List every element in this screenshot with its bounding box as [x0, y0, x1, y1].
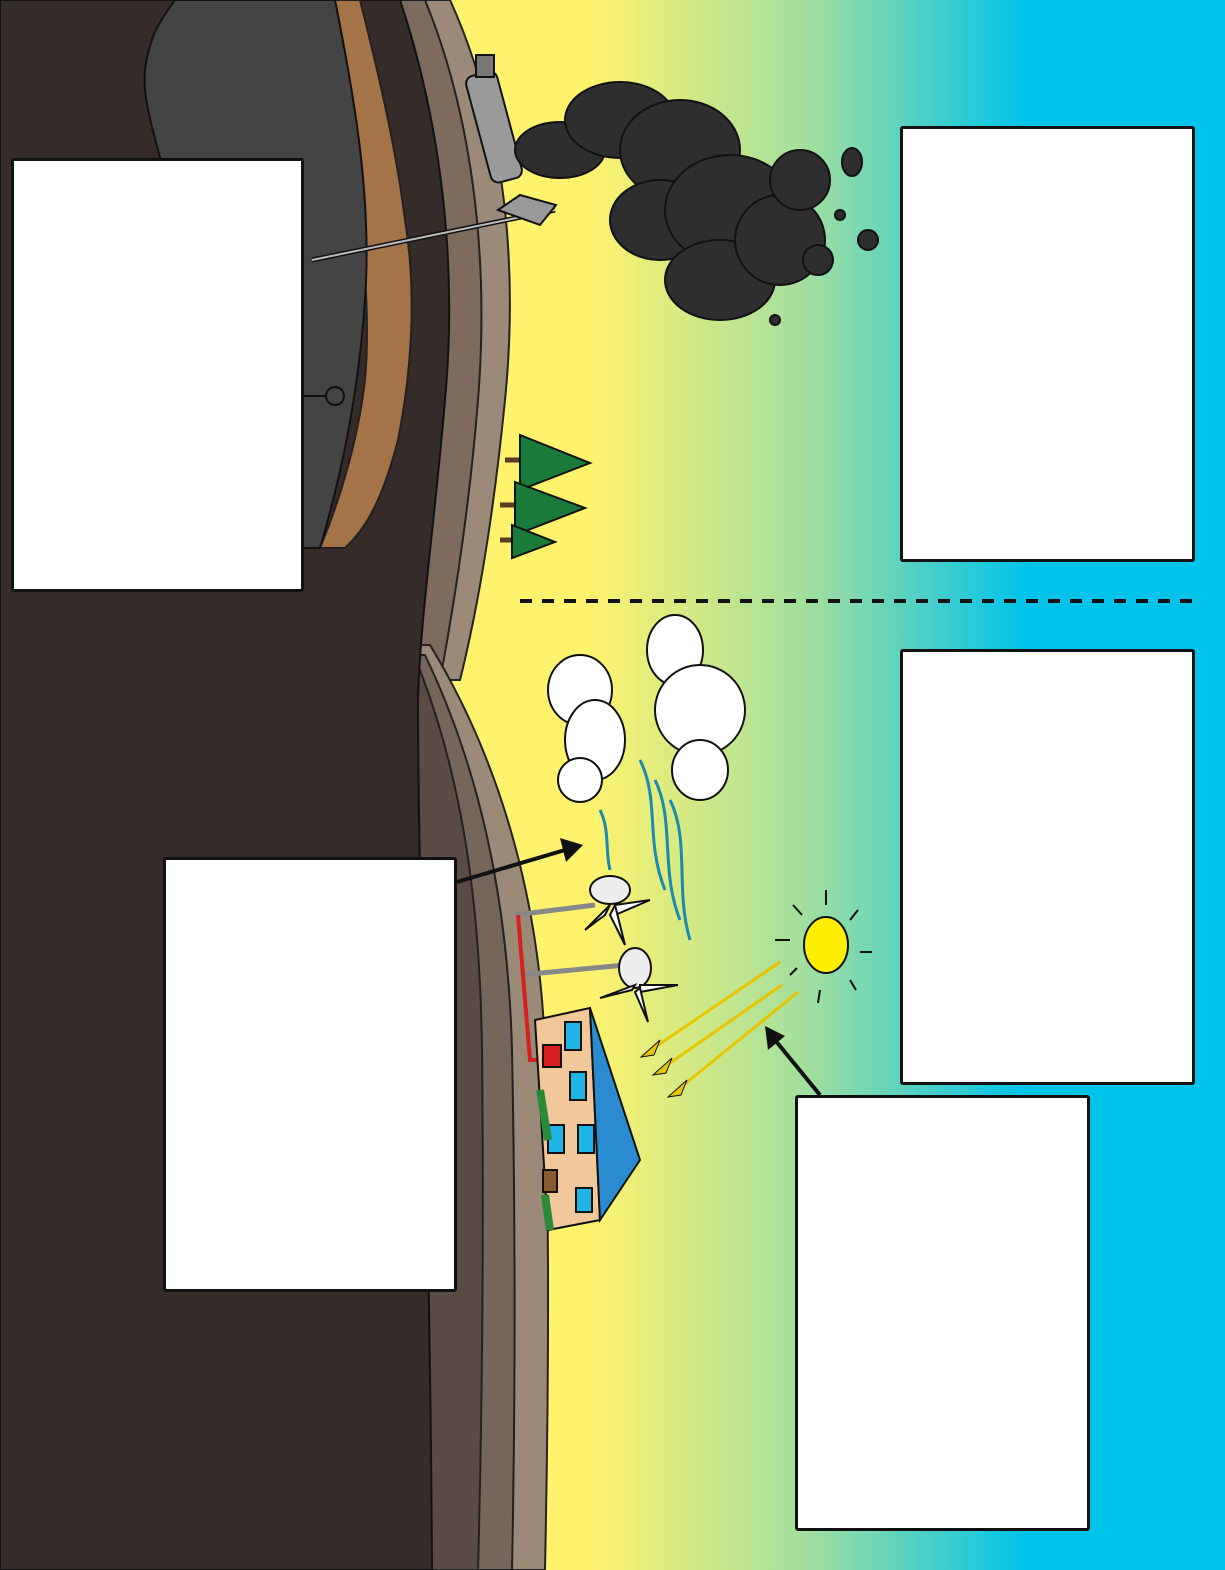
- arrow-icon: [765, 1026, 822, 1097]
- label-box-bottom-right[interactable]: [795, 1095, 1090, 1531]
- solar-building-icon: [533, 1006, 642, 1232]
- wind-lines: [598, 759, 692, 941]
- rock-probe-end: [325, 386, 345, 406]
- sun-rays: [639, 960, 799, 1098]
- label-box-top-left[interactable]: [11, 158, 304, 592]
- smoke-cloud-icon: [514, 81, 879, 326]
- drill-pipe-core: [311, 209, 556, 261]
- label-box-middle-right[interactable]: [900, 649, 1195, 1085]
- label-box-top-right[interactable]: [900, 126, 1195, 562]
- label-box-middle-left[interactable]: [163, 857, 457, 1292]
- pine-tree-icon: [500, 433, 593, 560]
- arrow-icon: [456, 838, 583, 884]
- wind-turbine-icon: [519, 947, 679, 1023]
- wind-turbine-icon: [514, 875, 651, 946]
- cloud-icon: [547, 654, 626, 803]
- sun-icon: [775, 890, 872, 1004]
- cloud-icon: [646, 614, 746, 801]
- drilling-rig-icon: [465, 54, 558, 227]
